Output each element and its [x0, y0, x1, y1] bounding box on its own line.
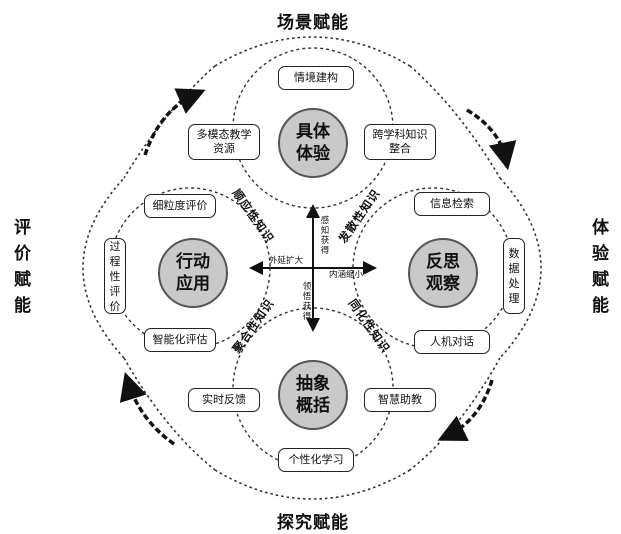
node-process-eval: 过程性评价 — [104, 238, 126, 314]
core-right: 反思观察 — [408, 238, 478, 308]
core-top: 具体体验 — [278, 108, 348, 178]
cycle-arrow-bottom-left — [119, 371, 176, 446]
node-information-retrieval: 信息检索 — [414, 192, 490, 216]
outer-label-top: 场景赋能 — [277, 13, 349, 33]
node-multimodal-resources: 多模态教学资源 — [188, 124, 260, 160]
node-fine-grained-eval: 细粒度评价 — [144, 194, 216, 218]
outer-label-left: 评价赋能 — [14, 218, 32, 316]
node-data-processing: 数据处理 — [503, 238, 525, 314]
axis-label-left: 外延扩大 — [268, 256, 303, 266]
outer-label-right: 体验赋能 — [592, 218, 610, 316]
axis-label-right: 内涵缩小 — [328, 270, 363, 280]
node-realtime-feedback: 实时反馈 — [188, 388, 260, 412]
node-interdisciplinary: 跨学科知识整合 — [364, 124, 436, 160]
axis-label-up: 感知获得 — [320, 216, 330, 256]
outer-label-bottom: 探究赋能 — [277, 513, 349, 533]
cycle-arrow-top-left — [143, 88, 206, 156]
core-left: 行动应用 — [158, 238, 228, 308]
cycle-arrow-bottom-right — [437, 379, 494, 441]
node-personalized-learning: 个性化学习 — [278, 448, 354, 472]
node-situation-building: 情境建构 — [278, 66, 354, 90]
node-smart-assistant: 智慧助教 — [364, 388, 436, 412]
axis-label-down: 领悟获得 — [302, 282, 312, 322]
cycle-arrow-top-right — [466, 108, 517, 171]
node-intelligent-assessment: 智能化评估 — [144, 328, 216, 352]
node-human-ai-dialogue: 人机对话 — [414, 330, 490, 354]
core-bottom: 抽象概括 — [278, 360, 348, 430]
